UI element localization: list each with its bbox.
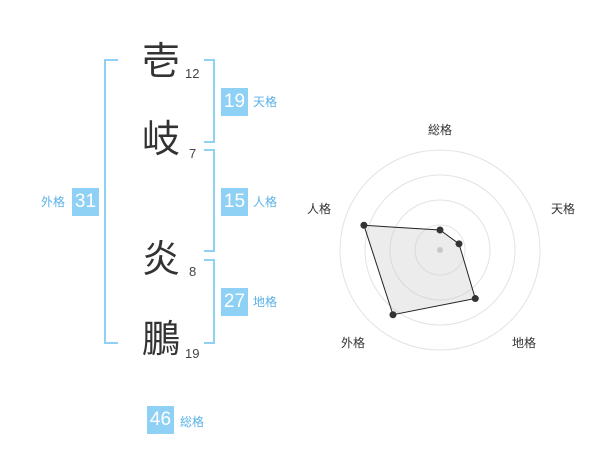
name-char-3: 炎 (142, 237, 181, 281)
name-char-4: 鵬 (142, 317, 181, 361)
radar-point (436, 226, 444, 234)
stroke-count-1: 12 (185, 66, 200, 81)
radar-data-polygon (363, 224, 476, 316)
radar-axis-label-chikaku: 地格 (512, 335, 536, 350)
radar-center-dot (437, 247, 443, 253)
stroke-count-3: 8 (189, 264, 197, 279)
tenkaku-bracket (204, 59, 215, 143)
stroke-count-2: 7 (189, 146, 197, 161)
radar-point (360, 221, 368, 229)
radar-ring (414, 224, 466, 276)
gaikaku-value-badge: 31 (72, 188, 99, 216)
radar-axis-label-tenkaku: 天格 (551, 201, 575, 216)
radar-rings (339, 149, 541, 351)
radar-point (471, 295, 479, 303)
radar-axis-label-jinkaku: 人格 (307, 201, 331, 216)
jinkaku-value-badge: 15 (221, 188, 248, 216)
radar-ring (339, 149, 541, 351)
soukaku-value-badge: 46 (147, 406, 174, 434)
radar-points (360, 221, 479, 319)
name-char-1: 壱 (142, 39, 181, 83)
radar-axis-label-soukaku: 総格 (428, 122, 452, 137)
radar-point (455, 240, 463, 248)
jinkaku-bracket (204, 149, 215, 252)
tenkaku-value-badge: 19 (221, 88, 248, 116)
stroke-count-4: 19 (185, 346, 200, 361)
gaikaku-label: 外格 (41, 195, 66, 209)
chikaku-label: 地格 (253, 295, 278, 309)
radar-axis-label-gaikaku: 外格 (341, 335, 365, 350)
jinkaku-label: 人格 (253, 195, 278, 209)
tenkaku-label: 天格 (253, 95, 278, 109)
radar-point (389, 311, 397, 319)
soukaku-label: 総格 (180, 415, 205, 429)
radar-ring (389, 199, 491, 301)
chikaku-value-badge: 27 (221, 288, 248, 316)
radar-ring (364, 174, 516, 326)
name-char-2: 岐 (142, 117, 181, 161)
gaikaku-bracket (104, 59, 118, 344)
chikaku-bracket (204, 259, 215, 344)
